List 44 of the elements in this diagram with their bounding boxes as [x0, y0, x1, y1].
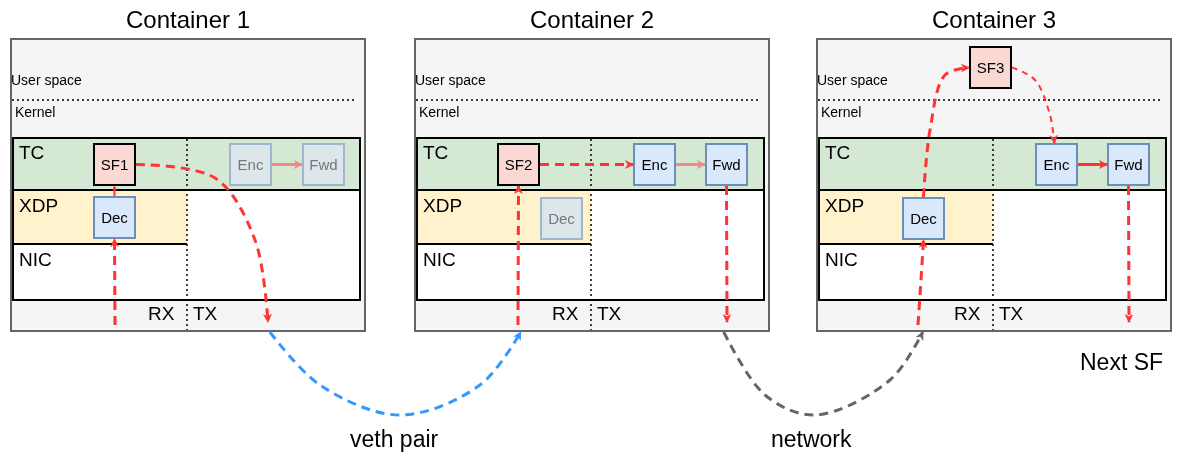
layer-label: RX [552, 303, 579, 325]
layer-band [819, 138, 1166, 191]
layer-label: Kernel [15, 104, 56, 120]
function-box: Dec [902, 197, 945, 240]
layer-band [819, 191, 993, 245]
function-box: Enc [633, 143, 676, 186]
function-box: Dec [540, 197, 583, 240]
layer-label: XDP [825, 195, 865, 217]
layer-label: TX [999, 303, 1024, 325]
layer-label: Kernel [419, 104, 460, 120]
service-function-box: SF3 [969, 46, 1012, 89]
function-box: Enc [229, 143, 272, 186]
next-hop-label: Next SF [1080, 349, 1164, 375]
layer-label: XDP [423, 195, 463, 217]
layer-label: RX [148, 303, 175, 325]
layer-band [13, 138, 360, 191]
function-box: Fwd [705, 143, 748, 186]
layer-label: TC [19, 142, 45, 164]
container-title: Container 3 [930, 5, 1058, 35]
function-box: Fwd [302, 143, 345, 186]
function-box: Enc [1035, 143, 1078, 186]
layer-label: NIC [19, 249, 52, 271]
function-box: Dec [93, 196, 136, 239]
service-function-box: SF1 [93, 143, 136, 186]
layer-label: TX [597, 303, 622, 325]
layer-label: TX [193, 303, 218, 325]
layer-label: NIC [423, 249, 456, 271]
layer-label: User space [415, 72, 486, 88]
service-function-box: SF2 [497, 143, 540, 186]
function-box: Fwd [1107, 143, 1150, 186]
layer-label: NIC [825, 249, 858, 271]
layer-band [13, 191, 187, 245]
container-title: Container 1 [124, 5, 252, 35]
layer-label: User space [11, 72, 82, 88]
layer-label: TC [825, 142, 851, 164]
layer-band [417, 138, 764, 191]
container-title: Container 2 [528, 5, 656, 35]
layer-label: XDP [19, 195, 59, 217]
edge-label: veth pair [348, 426, 441, 452]
layer-label: User space [817, 72, 888, 88]
layer-band [417, 191, 591, 245]
layer-label: TC [423, 142, 449, 164]
layer-label: RX [954, 303, 981, 325]
layer-label: Kernel [821, 104, 862, 120]
